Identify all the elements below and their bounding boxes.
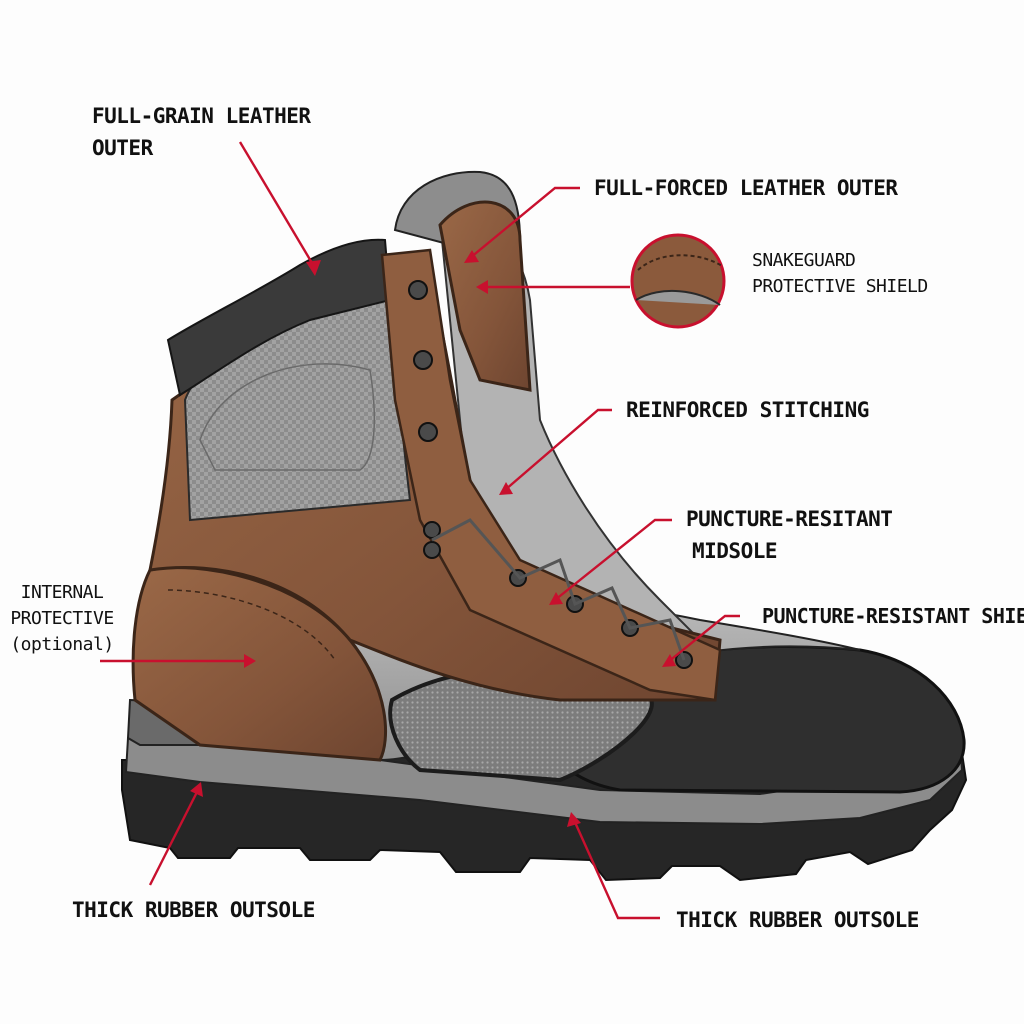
label-line: OUTER	[92, 136, 153, 160]
label-reinforced-stitching: REINFORCED STITCHING	[626, 394, 869, 426]
label-line: THICK RUBBER OUTSOLE	[72, 898, 315, 922]
label-line: (optional)	[10, 634, 114, 655]
label-line: PUNCTURE-RESITANT	[686, 507, 893, 531]
collar-tab	[438, 200, 532, 392]
heel-counter	[131, 566, 388, 762]
label-outsole-right: THICK RUBBER OUTSOLE	[676, 904, 919, 936]
padded-collar	[166, 238, 392, 397]
label-outsole-left: THICK RUBBER OUTSOLE	[72, 894, 315, 926]
label-line: FULL-GRAIN LEATHER	[92, 104, 311, 128]
label-snakeguard: SNAKEGUARD PROTECTIVE SHIELD	[752, 248, 928, 300]
label-internal-protective: INTERNAL PROTECTIVE (optional)	[8, 580, 116, 658]
label-line: PUNCTURE-RESISTANT SHIELD	[762, 604, 1024, 628]
label-full-grain-leather: FULL-GRAIN LEATHER OUTER	[92, 100, 311, 164]
label-line: INTERNAL	[20, 582, 104, 603]
label-puncture-shield: PUNCTURE-RESISTANT SHIELD	[762, 600, 1024, 632]
leader-lines	[100, 141, 740, 920]
snakeguard-inset	[630, 233, 726, 329]
lace-eyelets	[408, 280, 693, 669]
label-puncture-midsole: PUNCTURE-RESITANT MIDSOLE	[686, 503, 893, 567]
label-line: FULL-FORCED LEATHER OUTER	[594, 176, 898, 200]
laces	[431, 518, 686, 661]
label-line: PROTECTIVE	[10, 608, 114, 629]
label-line: PROTECTIVE SHIELD	[752, 276, 928, 297]
label-line: REINFORCED STITCHING	[626, 398, 869, 422]
label-full-forced-leather: FULL-FORCED LEATHER OUTER	[594, 172, 898, 204]
label-line: SNAKEGUARD	[752, 250, 856, 271]
lace-strip	[380, 248, 722, 702]
label-line: THICK RUBBER OUTSOLE	[676, 908, 919, 932]
label-line: MIDSOLE	[692, 539, 778, 563]
